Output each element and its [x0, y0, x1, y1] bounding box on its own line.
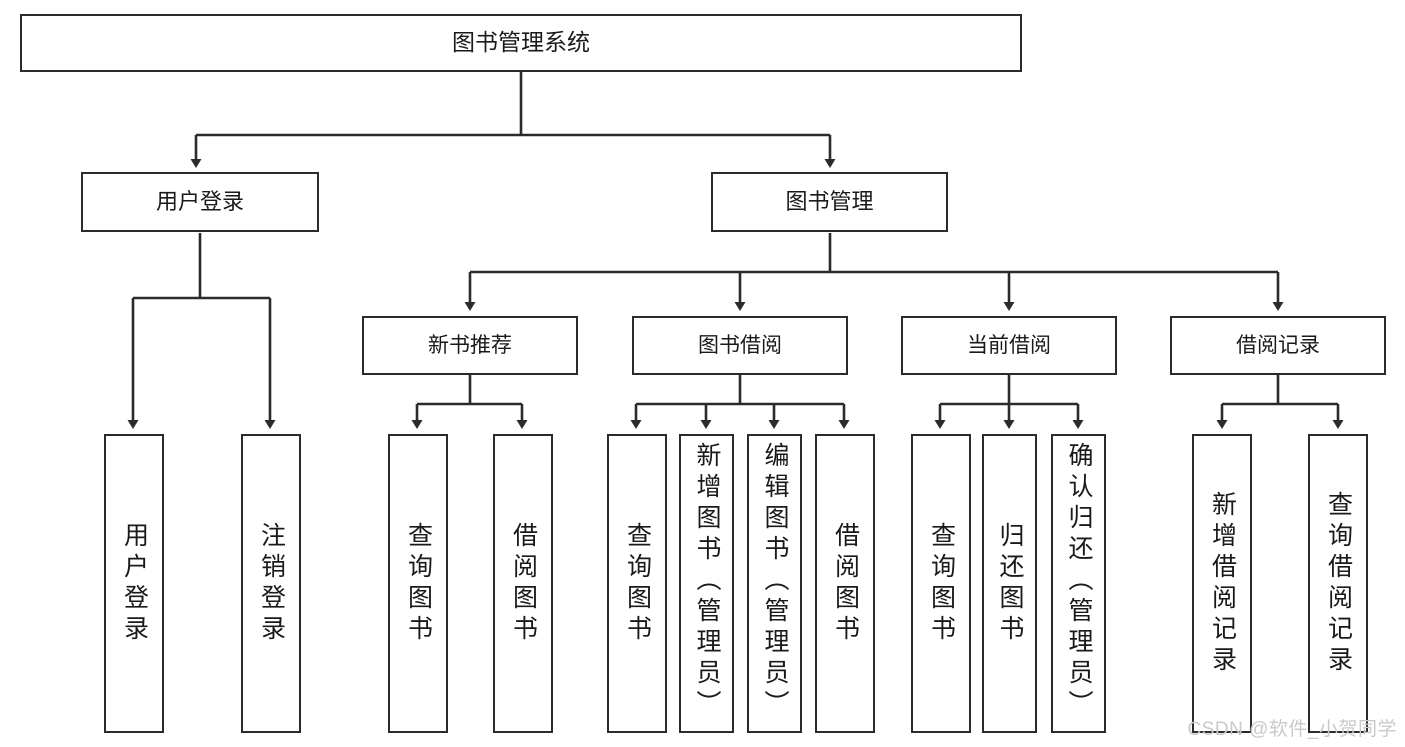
leaf-confirm-return-admin[interactable]: 确认归还（管理员） [1051, 434, 1106, 733]
node-book-borrow[interactable]: 图书借阅 [632, 316, 848, 375]
node-current-borrow[interactable]: 当前借阅 [901, 316, 1117, 375]
leaf-borrow-book-recommend[interactable]: 借阅图书 [493, 434, 553, 733]
node-borrow-record-label: 借阅记录 [1236, 333, 1320, 357]
leaf-borrow-book[interactable]: 借阅图书 [815, 434, 875, 733]
node-user-login-label: 用户登录 [155, 188, 244, 214]
leaf-query-book-current[interactable]: 查询图书 [911, 434, 971, 733]
leaf-add-borrow-record-label: 新增借阅记录 [1208, 490, 1237, 677]
leaf-user-login[interactable]: 用户登录 [104, 434, 164, 733]
node-borrow-record[interactable]: 借阅记录 [1170, 316, 1386, 375]
leaf-add-borrow-record[interactable]: 新增借阅记录 [1192, 434, 1252, 733]
node-new-book-recommend[interactable]: 新书推荐 [362, 316, 578, 375]
leaf-edit-book-admin-label: 编辑图书（管理员） [761, 442, 789, 721]
leaf-edit-book-admin[interactable]: 编辑图书（管理员） [747, 434, 802, 733]
leaf-add-book-admin-label: 新增图书（管理员） [693, 442, 721, 721]
node-book-management-label: 图书管理 [785, 188, 874, 214]
leaf-query-book-borrow-label: 查询图书 [623, 521, 652, 646]
node-book-management[interactable]: 图书管理 [711, 172, 948, 232]
node-root-system[interactable]: 图书管理系统 [20, 14, 1022, 72]
leaf-query-borrow-record-label: 查询借阅记录 [1324, 490, 1353, 677]
leaf-borrow-book-label: 借阅图书 [831, 521, 860, 646]
node-new-book-recommend-label: 新书推荐 [428, 333, 512, 357]
leaf-query-book-recommend-label: 查询图书 [404, 521, 433, 646]
leaf-add-book-admin[interactable]: 新增图书（管理员） [679, 434, 734, 733]
leaf-return-book[interactable]: 归还图书 [982, 434, 1037, 733]
node-user-login[interactable]: 用户登录 [81, 172, 319, 232]
node-current-borrow-label: 当前借阅 [967, 333, 1051, 357]
leaf-query-book-borrow[interactable]: 查询图书 [607, 434, 667, 733]
leaf-return-book-label: 归还图书 [996, 521, 1024, 646]
csdn-watermark: CSDN @软件_小贺同学 [1187, 719, 1397, 740]
leaf-query-borrow-record[interactable]: 查询借阅记录 [1308, 434, 1368, 733]
leaf-logout[interactable]: 注销登录 [241, 434, 301, 733]
leaf-borrow-book-recommend-label: 借阅图书 [509, 521, 538, 646]
leaf-query-book-recommend[interactable]: 查询图书 [388, 434, 448, 733]
leaf-logout-label: 注销登录 [257, 521, 286, 646]
leaf-query-book-current-label: 查询图书 [927, 521, 956, 646]
node-book-borrow-label: 图书借阅 [698, 333, 782, 357]
leaf-confirm-return-admin-label: 确认归还（管理员） [1065, 442, 1093, 721]
leaf-user-login-label: 用户登录 [120, 521, 149, 646]
node-root-system-label: 图书管理系统 [452, 29, 590, 56]
